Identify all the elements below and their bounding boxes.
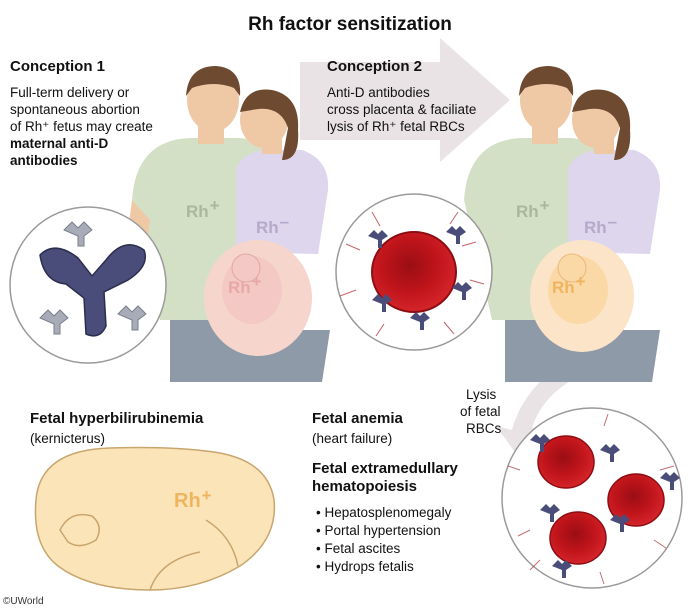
list-item: Hydrops fetalis [316,558,451,576]
conception-2-line-1: Anti-D antibodies [327,85,430,100]
rbc-attack-circle [335,193,493,351]
anemia-heading: Fetal anemia [312,410,403,427]
couple-1-illustration [122,66,330,382]
lysis-line-1: Lysis [466,387,497,402]
diagram-title: Rh factor sensitization [248,14,452,35]
conception-2-line-3: lysis of Rh⁺ fetal RBCs [327,119,465,134]
lysis-line-2: of fetal [460,404,501,419]
conception-1-bold-2: antibodies [10,153,78,168]
lysis-arrow [496,358,588,470]
mother-figure [204,89,330,382]
hyperbilirubinemia-heading: Fetal hyperbilirubinemia [30,410,204,427]
couple-2-illustration [464,66,661,382]
father-1-rh-positive: Rh+ [186,196,220,221]
fetus-illustration [34,446,276,591]
hyperbilirubinemia-sub: (kernicterus) [30,431,106,446]
list-item: Hepatosplenomegaly [316,504,451,522]
conception-1-heading: Conception 1 [10,58,106,75]
mother-2-rh-negative: Rh– [584,212,618,237]
antibody-circle [9,206,167,364]
fetus-2-rh-positive: Rh+ [552,272,586,297]
conception-2-heading: Conception 2 [327,58,423,75]
conception-arrow [300,38,510,162]
hematopoiesis-list: Hepatosplenomegaly Portal hypertension F… [316,504,451,576]
large-antibody [39,244,146,337]
lysis-line-3: RBCs [466,421,502,436]
list-item: Fetal ascites [316,540,451,558]
copyright: ©UWorld [3,596,44,607]
fetus-1-rh-positive: Rh+ [228,272,262,297]
conception-1-bold-1: maternal anti-D [10,136,109,151]
mother-figure-2 [530,89,661,382]
conception-1-line-2: spontaneous abortion [10,102,140,117]
anemia-sub: (heart failure) [312,431,393,446]
list-item: Portal hypertension [316,522,451,540]
father-2-rh-positive: Rh+ [516,196,550,221]
rbc-lysis-circle [501,407,683,589]
fetus-3-rh-positive: Rh+ [174,486,212,512]
hematopoiesis-heading-2: hematopoiesis [312,478,418,495]
conception-2-line-2: cross placenta & faciliate [327,102,477,117]
conception-1-line-3: of Rh⁺ fetus may create [10,119,153,134]
hematopoiesis-heading-1: Fetal extramedullary [312,460,458,477]
mother-1-rh-negative: Rh– [256,212,290,237]
conception-1-line-1: Full-term delivery or [10,85,130,100]
